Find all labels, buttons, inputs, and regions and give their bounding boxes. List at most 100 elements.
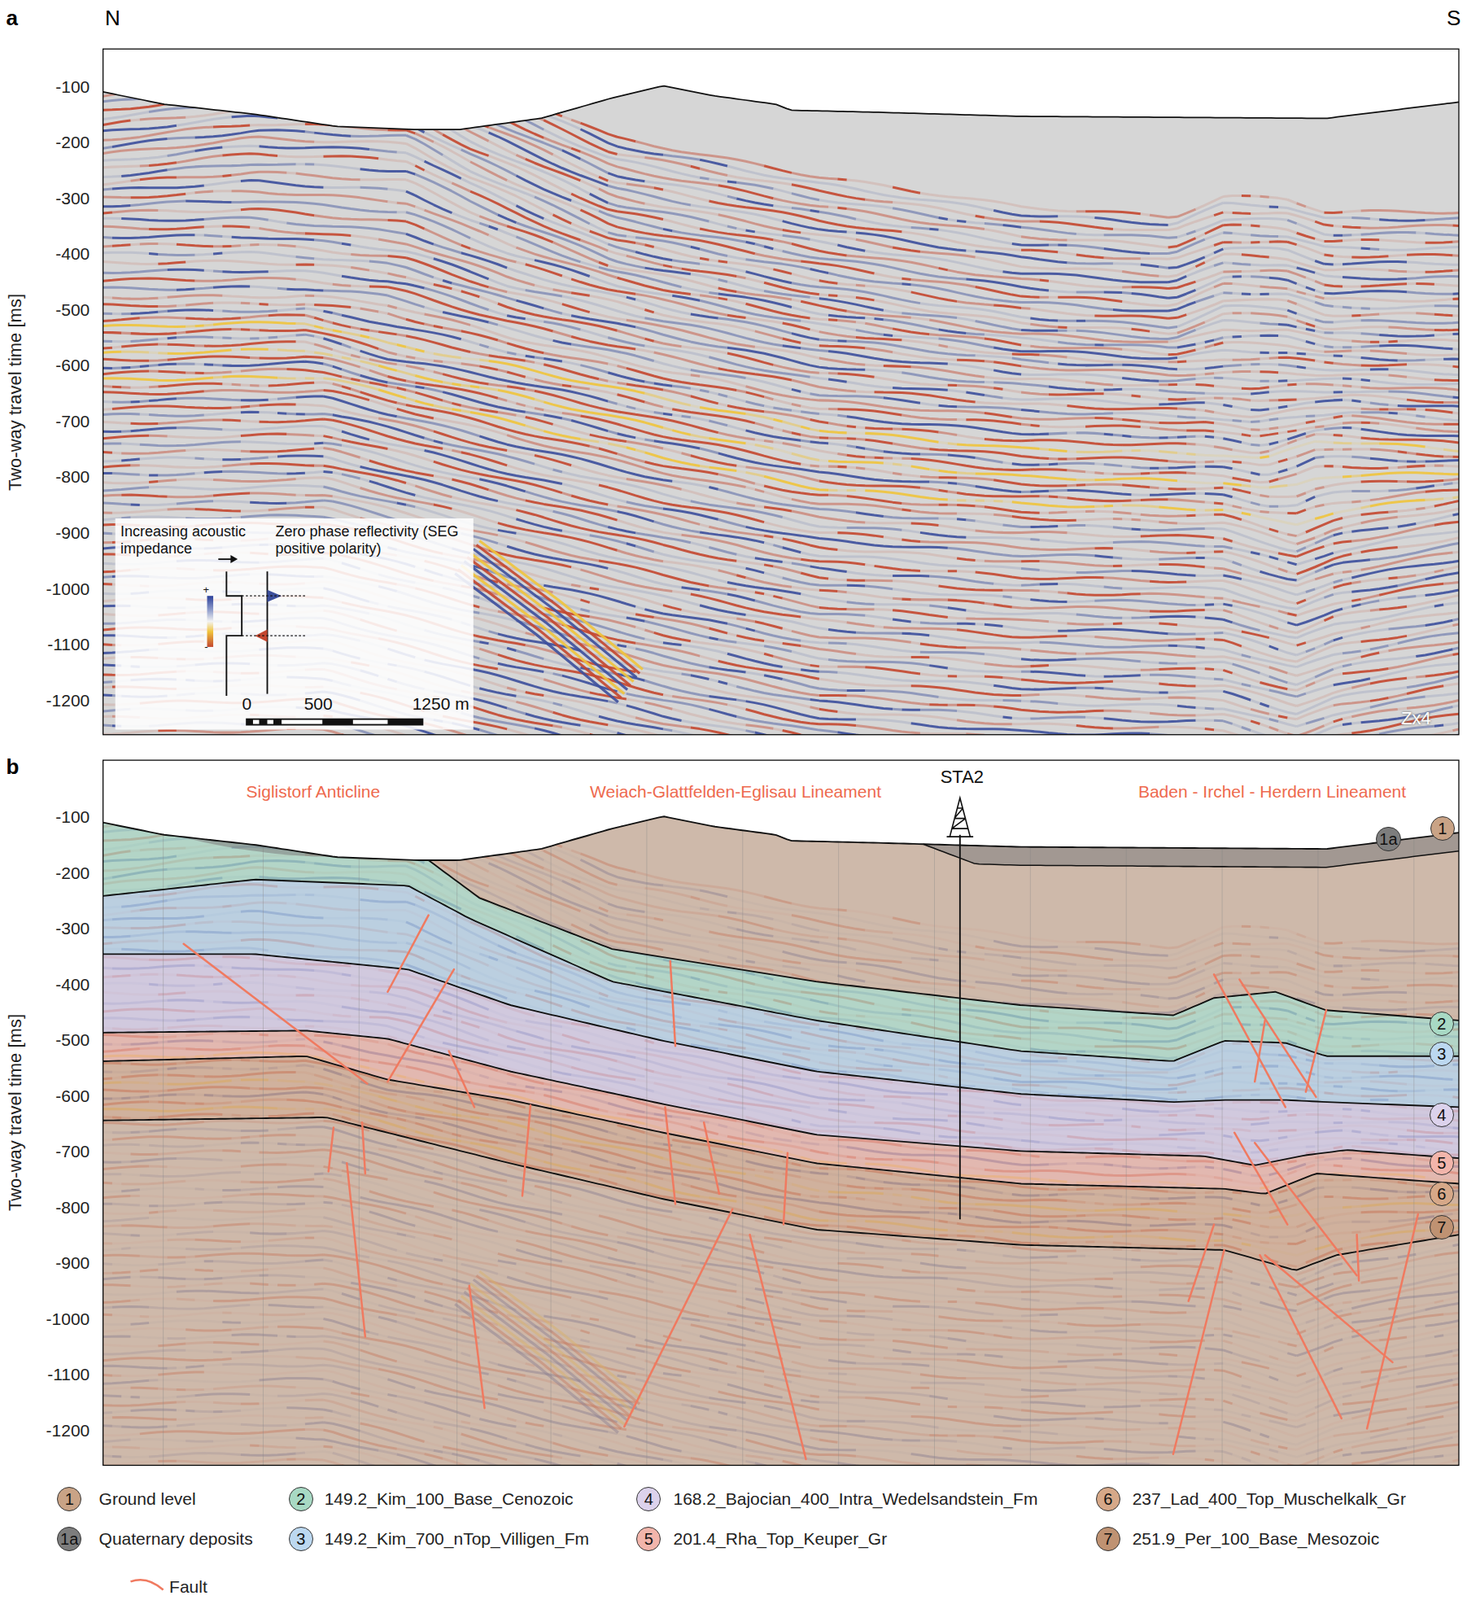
ground-line <box>103 816 1459 861</box>
seismic-reflector <box>103 1584 1459 1600</box>
seismic-reflector <box>139 1593 1407 1600</box>
axis-tick: -900 <box>55 1253 90 1273</box>
panel-a-frame <box>103 48 1459 735</box>
callout-number: 4 <box>644 1490 654 1507</box>
trace-line <box>456 860 458 1466</box>
axis-tick: -1100 <box>47 1364 90 1385</box>
seismic-reflector <box>112 1510 1459 1600</box>
fault-line <box>1254 1142 1357 1275</box>
axis-tick: -300 <box>55 918 90 939</box>
scale-bar-segment <box>253 720 260 725</box>
seismic-reflector <box>103 1445 1380 1598</box>
scale-bar <box>245 718 424 726</box>
seismic-reflector <box>112 1445 1435 1596</box>
horizon-callout: 2 <box>1429 1011 1454 1036</box>
compass-label: N <box>104 6 121 31</box>
seismic-reflector <box>139 1541 1459 1600</box>
callout-number: 3 <box>1436 1045 1446 1062</box>
horizon-line <box>103 879 1459 1061</box>
seismic-reflector <box>103 1569 1454 1600</box>
scale-number: 1250 m <box>412 694 470 714</box>
seismic-reflector <box>112 1547 1371 1600</box>
trace-line <box>262 846 264 1466</box>
seismic-reflector <box>103 1461 1459 1600</box>
callout-number: 6 <box>1103 1490 1113 1507</box>
ground-line <box>103 86 1459 131</box>
legend-swatch: 3 <box>288 1526 314 1551</box>
seismic-reflector <box>984 413 1459 425</box>
fault-line <box>449 1050 475 1107</box>
seismic-reflector <box>167 164 1380 340</box>
seismic-reflector <box>176 1555 1362 1600</box>
trace-line <box>838 842 839 1466</box>
stratigraphic-layer <box>103 1117 1459 1465</box>
panel-letter: b <box>6 755 20 780</box>
axis-tick: -700 <box>55 1141 90 1162</box>
seismic-reflector <box>148 1584 1444 1600</box>
seismic-reflector <box>130 676 1459 825</box>
axis-tick: -700 <box>55 411 90 432</box>
fault-line <box>624 1209 733 1427</box>
seismic-reflector <box>213 1555 1398 1600</box>
fault-line <box>783 1152 788 1225</box>
fault-line <box>346 1162 366 1337</box>
seismic-reflector <box>103 49 1454 229</box>
fault-line <box>664 1106 676 1204</box>
seismic-reflector <box>103 1504 1459 1600</box>
dipping-reflector <box>461 565 625 695</box>
trace-line <box>1222 847 1223 1465</box>
callout-number: 1 <box>1437 820 1447 837</box>
seismic-reflector <box>268 1503 1398 1600</box>
seismic-reflector <box>112 308 1362 446</box>
legend-text: 149.2_Kim_700_nTop_Villigen_Fm <box>324 1528 590 1549</box>
seismic-reflector <box>121 1475 1459 1600</box>
seismic-reflector <box>204 89 1459 265</box>
legend-text: 168.2_Bajocian_400_Intra_Wedelsandstein_… <box>673 1488 1039 1509</box>
seismic-reflector <box>461 149 1454 294</box>
structure-label: Siglistorf Anticline <box>246 781 381 802</box>
axis-title: Two-way travel time [ms] <box>4 1013 26 1211</box>
seismic-reflector <box>103 1557 1459 1600</box>
dipping-reflector <box>470 553 634 682</box>
fault-line <box>387 915 428 992</box>
axis-tick: -1000 <box>46 578 91 599</box>
seismic-reflector <box>222 1569 1407 1600</box>
seismic-reflector <box>112 1579 1459 1600</box>
axis-tick: -900 <box>55 523 90 543</box>
line-name: Zx4 <box>1401 707 1432 729</box>
fault-line <box>1254 1020 1266 1082</box>
fault-line <box>1234 1132 1288 1225</box>
fault-line <box>387 969 454 1082</box>
seismic-reflector <box>194 146 1297 322</box>
fault-line <box>1188 1224 1214 1302</box>
fault-line <box>1173 1249 1225 1454</box>
panel-a-ground <box>103 48 1459 735</box>
legend-text: Fault <box>169 1576 208 1597</box>
seismic-reflector <box>103 131 1459 310</box>
seismic-reflector <box>121 56 1343 236</box>
legend-swatch: 5 <box>636 1526 661 1551</box>
legend-text: 201.4_Rha_Top_Keuper_Gr <box>673 1528 888 1549</box>
panel-b-ground <box>103 759 1459 1465</box>
legend-swatch: 7 <box>1095 1526 1121 1551</box>
callout-number: 1a <box>1379 830 1398 848</box>
panel-b-seismic <box>103 765 1459 1600</box>
seismic-reflector <box>103 156 1389 335</box>
seismic-reflector <box>148 104 1459 279</box>
axis-tick: -1100 <box>47 634 90 655</box>
seismic-reflector <box>103 1563 1454 1600</box>
legend-text: Quaternary deposits <box>99 1528 254 1549</box>
seismic-reflector <box>103 1519 1459 1600</box>
axis-tick: -1000 <box>46 1309 91 1329</box>
seismic-reflector <box>121 1562 1435 1600</box>
trace-line <box>550 846 552 1466</box>
seismic-reflector <box>148 153 1459 332</box>
panel-letter: a <box>6 6 18 31</box>
seismic-reflector <box>360 1499 1343 1600</box>
inset-note: Zero phase reflectivity (SEG positive po… <box>275 523 476 557</box>
seismic-reflector <box>350 54 1459 230</box>
horizon-callout: 6 <box>1429 1181 1454 1206</box>
seismic-reflector <box>194 1577 1361 1600</box>
trace-line <box>1413 838 1415 1466</box>
